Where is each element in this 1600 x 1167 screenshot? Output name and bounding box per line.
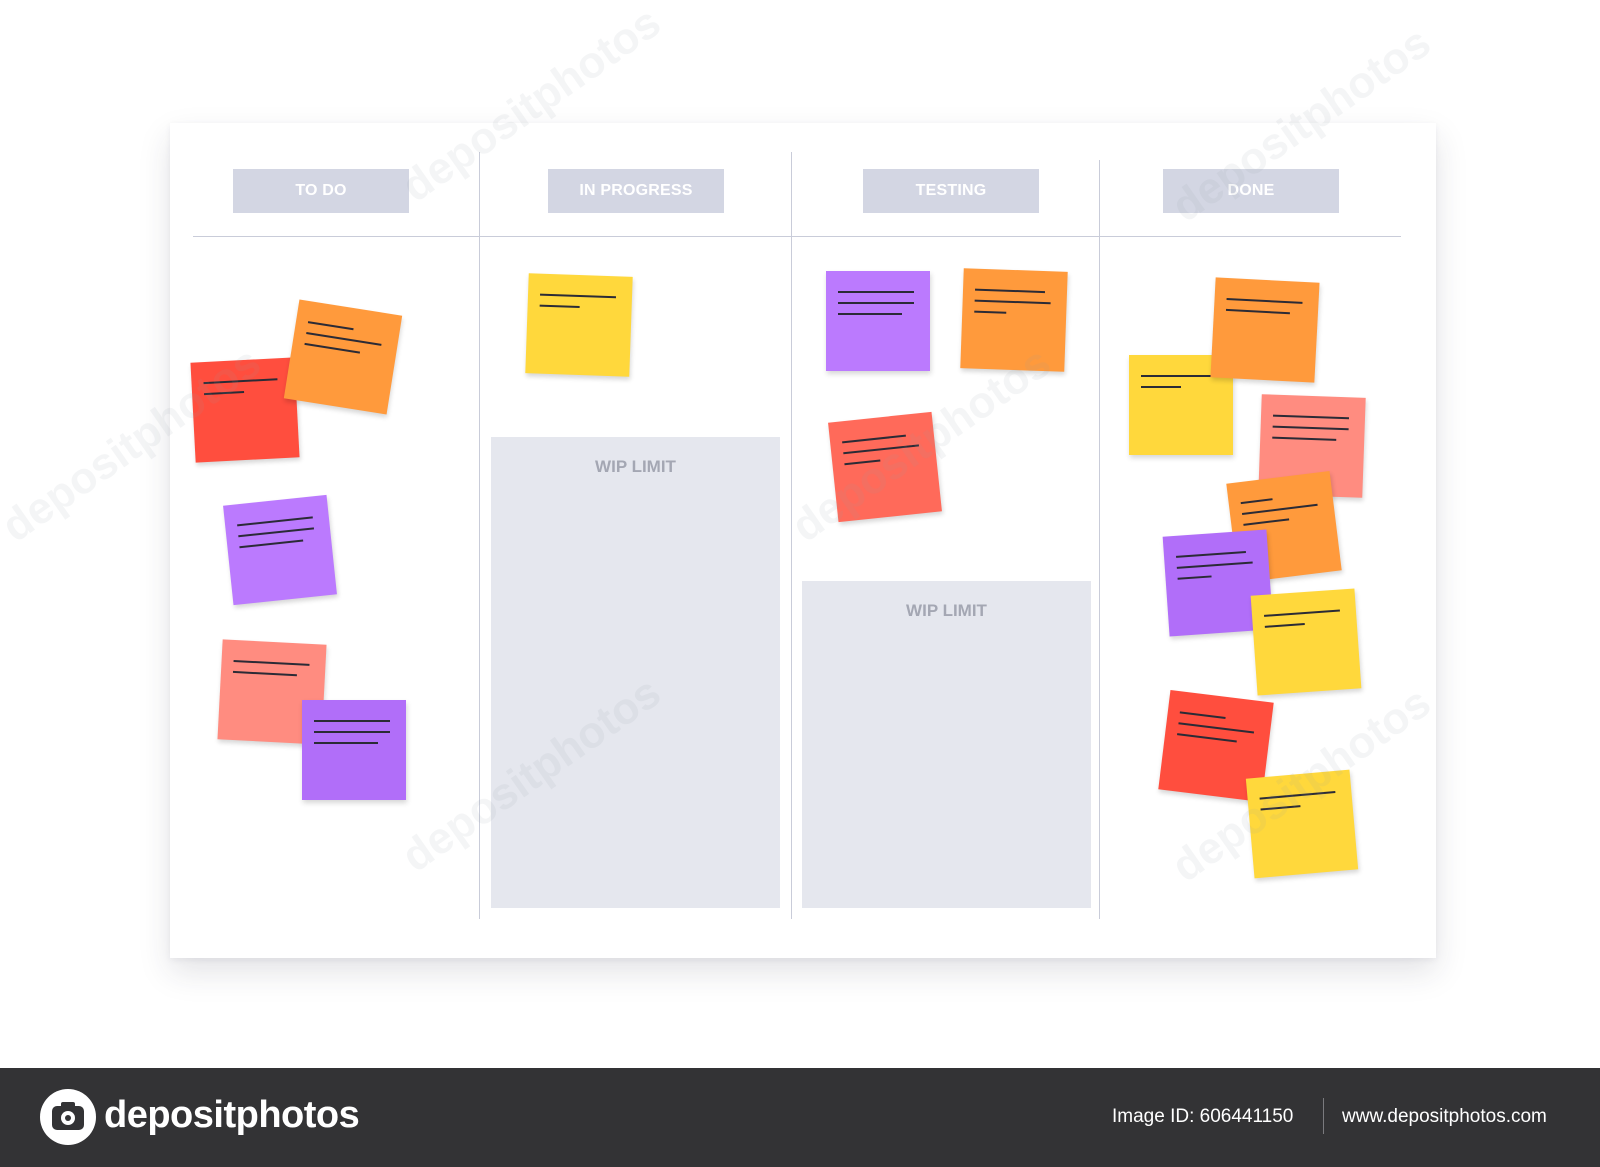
column-header-todo: TO DO [233, 169, 409, 213]
sticky-note[interactable] [283, 299, 403, 415]
column-divider [1099, 160, 1100, 919]
column-divider [479, 152, 480, 919]
column-header-testing: TESTING [863, 169, 1039, 213]
stock-image: TO DO IN PROGRESS TESTING DONE WIP LIMIT… [0, 0, 1440, 919]
sticky-note[interactable] [1250, 588, 1362, 696]
image-id-label: Image ID: 606441150 [1112, 1106, 1294, 1127]
sticky-note[interactable] [525, 273, 633, 377]
column-header-done: DONE [1163, 169, 1339, 213]
column-header-in-progress: IN PROGRESS [548, 169, 724, 213]
sticky-note[interactable] [190, 357, 300, 463]
sticky-note[interactable] [826, 271, 930, 371]
footer-bar: depositphotos Image ID: 606441150 www.de… [0, 1068, 1600, 1167]
sticky-note[interactable] [960, 268, 1068, 372]
sticky-note[interactable] [1245, 769, 1359, 879]
column-divider [791, 152, 792, 919]
wip-limit-zone-in-progress: WIP LIMIT [491, 437, 780, 908]
sticky-note[interactable] [302, 700, 406, 800]
wip-limit-zone-testing: WIP LIMIT [802, 581, 1091, 908]
header-divider [193, 236, 1401, 237]
sticky-note[interactable] [1210, 277, 1320, 383]
brand-logo-text: depositphotos [104, 1094, 360, 1136]
sticky-note[interactable] [828, 411, 942, 523]
footer-separator [1323, 1098, 1324, 1134]
sticky-note[interactable] [223, 494, 337, 606]
site-url-link[interactable]: www.depositphotos.com [1342, 1106, 1547, 1127]
wip-limit-label: WIP LIMIT [906, 601, 987, 620]
camera-icon [40, 1089, 96, 1145]
wip-limit-label: WIP LIMIT [595, 457, 676, 476]
